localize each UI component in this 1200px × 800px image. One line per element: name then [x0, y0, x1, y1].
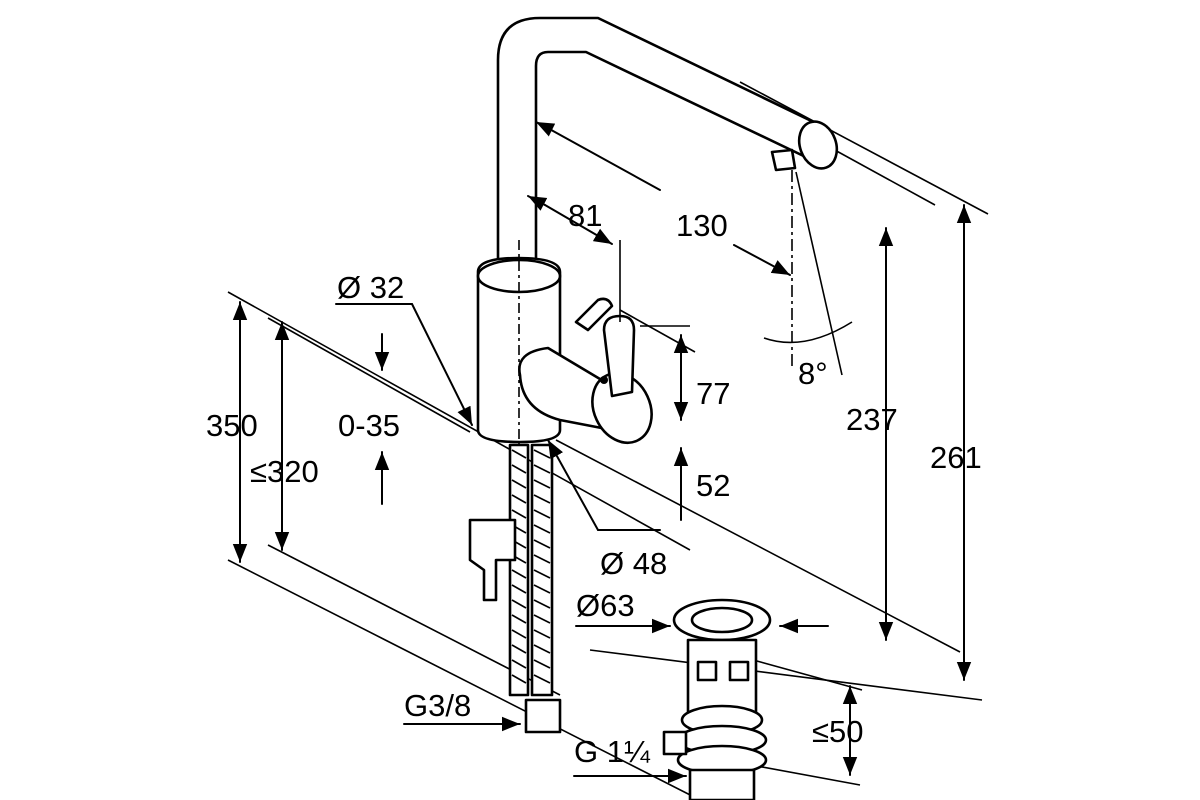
extension-line-top-right — [739, 81, 989, 215]
dim-arc-8deg — [763, 321, 853, 344]
dim-label-d63: Ø63 — [576, 588, 635, 623]
supply-hoses — [468, 443, 562, 734]
faucet-spout — [496, 16, 839, 274]
dim-label-81: 81 — [568, 198, 602, 233]
dim-label-261: 261 — [930, 440, 982, 475]
dim-label-8deg: 8° — [798, 356, 828, 391]
dim-label-320: ≤320 — [250, 454, 319, 489]
leader-d48 — [547, 439, 599, 531]
dim-label-52: 52 — [696, 468, 730, 503]
dim-label-350: 350 — [206, 408, 258, 443]
dim-label-50: ≤50 — [812, 714, 864, 749]
dimension-lines — [232, 121, 972, 784]
dimension-labels: 81 130 Ø 32 8° 77 350 0-35 ≤320 237 261 … — [206, 198, 982, 769]
dim-label-g38: G3/8 — [404, 688, 471, 723]
dim-label-d32: Ø 32 — [337, 270, 404, 305]
dim-label-77: 77 — [696, 376, 730, 411]
drain-valve — [662, 598, 772, 800]
dim-label-237: 237 — [846, 402, 898, 437]
dim-label-g114: G 1¼ — [574, 734, 651, 769]
dim-label-0-35: 0-35 — [338, 408, 400, 443]
mixing-lever — [518, 297, 653, 445]
dim-label-d48: Ø 48 — [600, 546, 667, 581]
dim-line-130 — [535, 121, 556, 137]
dim-line-81 — [544, 204, 613, 245]
dim-label-130: 130 — [676, 208, 728, 243]
